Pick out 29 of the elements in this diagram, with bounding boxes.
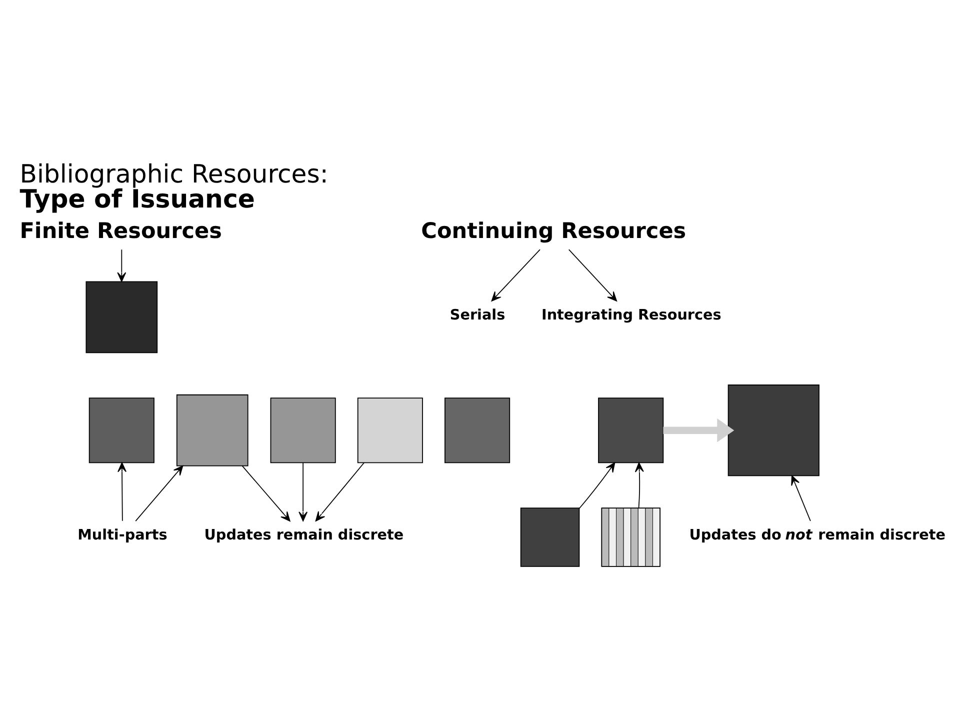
arrow xyxy=(491,248,540,301)
node-box xyxy=(520,507,580,566)
arrow xyxy=(315,462,364,521)
arrow xyxy=(135,465,184,521)
arrow xyxy=(578,462,616,508)
node-box xyxy=(88,397,154,463)
node-text: Finite Resources xyxy=(20,218,222,244)
diagram-title: Bibliographic Resources: Type of Issuance xyxy=(20,158,328,214)
arrow xyxy=(663,418,734,442)
node-box xyxy=(444,397,510,463)
node-box xyxy=(86,280,158,353)
arrow xyxy=(242,465,290,521)
node-text: Updates remain discrete xyxy=(204,527,404,544)
node-text: Updates do not remain discrete xyxy=(689,527,946,544)
node-text: Integrating Resources xyxy=(541,307,722,324)
arrow xyxy=(568,248,617,301)
node-box xyxy=(728,384,820,476)
node-text: Multi-parts xyxy=(78,527,168,544)
node-text: Serials xyxy=(450,307,506,324)
arrow xyxy=(791,474,811,521)
node-box xyxy=(270,397,336,463)
node-box xyxy=(598,397,664,463)
arrow xyxy=(298,462,308,521)
arrow xyxy=(634,462,644,508)
node-text: Continuing Resources xyxy=(421,218,686,244)
arrow xyxy=(117,248,126,282)
node-box xyxy=(357,397,423,463)
node-box xyxy=(176,394,248,466)
arrow xyxy=(118,462,126,521)
